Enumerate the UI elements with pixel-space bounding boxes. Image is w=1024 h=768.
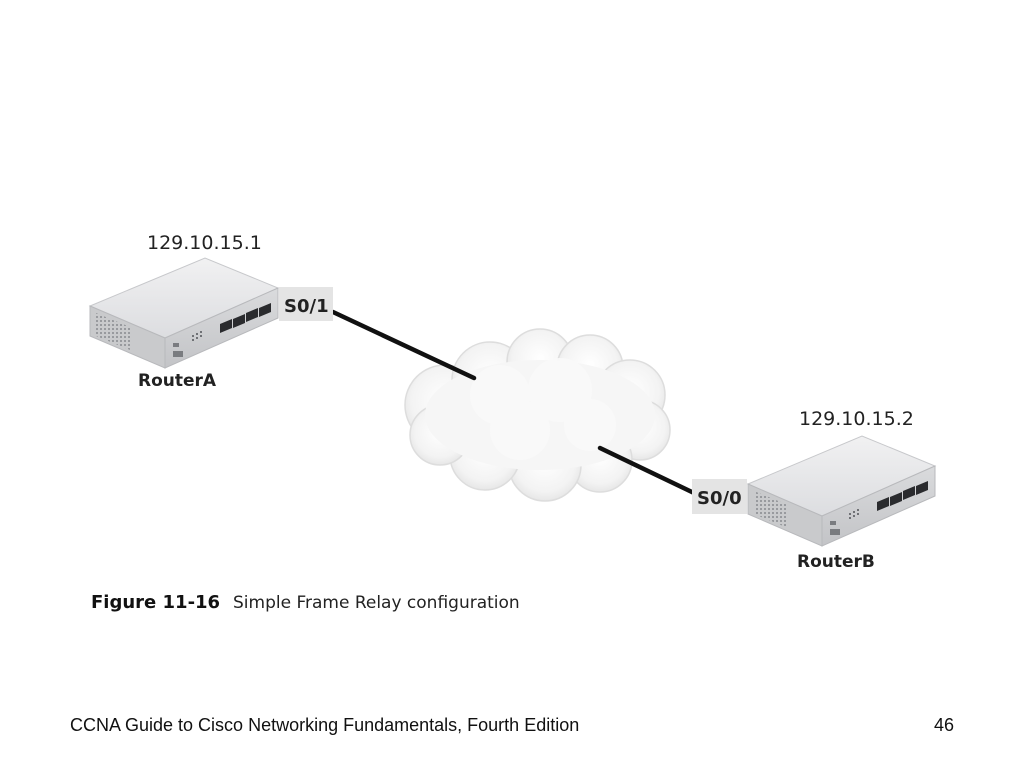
router-b-icon xyxy=(746,435,937,547)
router-a-icon xyxy=(88,257,280,369)
link-cloud-routerB xyxy=(597,445,697,496)
link-routerA-cloud xyxy=(330,309,477,381)
figure-number: Figure 11-16 xyxy=(91,592,220,613)
router-b-ip: 129.10.15.2 xyxy=(799,408,914,430)
router-b-name: RouterB xyxy=(797,552,875,572)
router-a-name: RouterA xyxy=(138,371,217,391)
interface-label-bg-a xyxy=(279,287,333,321)
page-number: 46 xyxy=(933,715,954,735)
frame-relay-cloud xyxy=(404,328,671,502)
router-a-ip: 129.10.15.1 xyxy=(147,232,262,254)
router-b-interface: S0/0 xyxy=(697,488,742,509)
interface-label-bg-b xyxy=(692,479,747,514)
footer-book-title: CCNA Guide to Cisco Networking Fundament… xyxy=(70,715,580,735)
figure-caption: Simple Frame Relay configuration xyxy=(233,593,520,613)
router-a-interface: S0/1 xyxy=(284,296,329,317)
